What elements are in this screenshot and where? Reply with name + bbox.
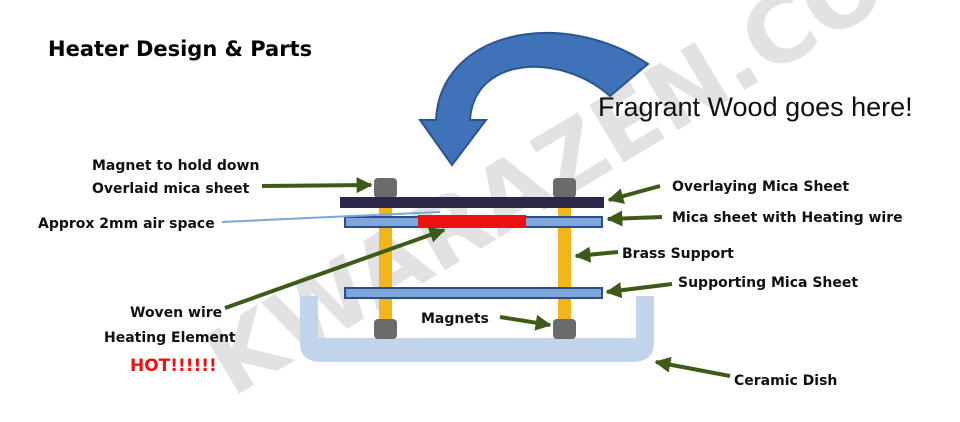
label-magnet-hold-line2: Overlaid mica sheet bbox=[92, 181, 250, 197]
label-magnets: Magnets bbox=[421, 311, 489, 327]
arrow-brass-support bbox=[574, 246, 619, 263]
supporting-mica-sheet bbox=[344, 287, 603, 299]
ceramic-dish bbox=[300, 296, 654, 362]
label-overlaying-mica: Overlaying Mica Sheet bbox=[672, 179, 849, 195]
label-woven-line1: Woven wire bbox=[130, 305, 222, 321]
magnet-top-right bbox=[553, 178, 576, 198]
air-space-leader bbox=[221, 211, 441, 223]
label-ceramic-dish: Ceramic Dish bbox=[734, 373, 837, 389]
label-brass-support: Brass Support bbox=[622, 246, 734, 262]
label-hot: HOT!!!!!! bbox=[130, 356, 217, 376]
magnet-bottom-left bbox=[374, 319, 397, 339]
label-woven-line2: Heating Element bbox=[104, 330, 236, 346]
label-air-space: Approx 2mm air space bbox=[38, 216, 215, 232]
magnet-top-left bbox=[374, 178, 397, 198]
label-mica-heating: Mica sheet with Heating wire bbox=[672, 210, 903, 226]
fragrant-wood-callout: Fragrant Wood goes here! bbox=[598, 92, 913, 122]
heating-element bbox=[418, 215, 526, 228]
page-title: Heater Design & Parts bbox=[48, 37, 312, 61]
arrow-ceramic-dish bbox=[654, 356, 731, 378]
arrow-woven-wire bbox=[224, 227, 446, 310]
arrow-magnet-hold bbox=[261, 177, 373, 194]
arrow-magnets bbox=[499, 314, 552, 331]
magnet-bottom-right bbox=[553, 319, 576, 339]
overlaying-mica-sheet bbox=[340, 197, 604, 208]
arrow-supporting-mica bbox=[605, 282, 673, 299]
arrow-overlaying-mica bbox=[607, 184, 661, 204]
curved-arrow-icon bbox=[418, 32, 650, 167]
label-supporting-mica: Supporting Mica Sheet bbox=[678, 275, 858, 291]
arrow-mica-heating bbox=[606, 210, 663, 227]
label-magnet-hold-line1: Magnet to hold down bbox=[92, 158, 259, 174]
